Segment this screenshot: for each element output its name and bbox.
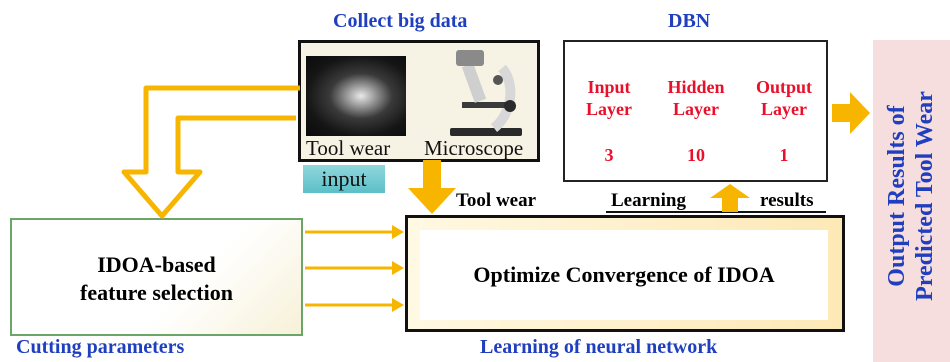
down-arrow — [408, 160, 456, 214]
dbn-title: DBN — [668, 10, 711, 32]
tool-wear-image — [306, 56, 406, 136]
optimize-label: Optimize Convergence of IDOA — [473, 262, 775, 287]
up-arrow — [710, 184, 750, 212]
output-panel — [873, 40, 950, 362]
hidden-layer-count: 10 — [687, 145, 705, 165]
cutting-parameters-caption: Cutting parameters — [16, 336, 185, 358]
microscope-icon — [432, 44, 536, 140]
neural-network-inner — [420, 230, 828, 320]
dbn-box — [563, 40, 828, 182]
microscope-caption: Microscope — [424, 136, 524, 160]
input-label: input — [303, 165, 385, 193]
feedback-arrow — [121, 85, 296, 219]
learning-label: Learning — [611, 190, 686, 211]
collect-title: Collect big data — [333, 10, 468, 32]
parameter-arrows — [305, 225, 404, 312]
output-layer-count: 1 — [779, 145, 789, 165]
tool-wear-flow-label: Tool wear — [456, 190, 537, 211]
input-layer-count: 3 — [604, 145, 614, 165]
learning-network-caption: Learning of neural network — [480, 336, 718, 358]
tool-wear-caption: Tool wear — [306, 136, 391, 160]
output-arrow — [832, 92, 870, 134]
idoa-feature-selection-box — [10, 218, 303, 336]
results-label: results — [760, 190, 814, 211]
